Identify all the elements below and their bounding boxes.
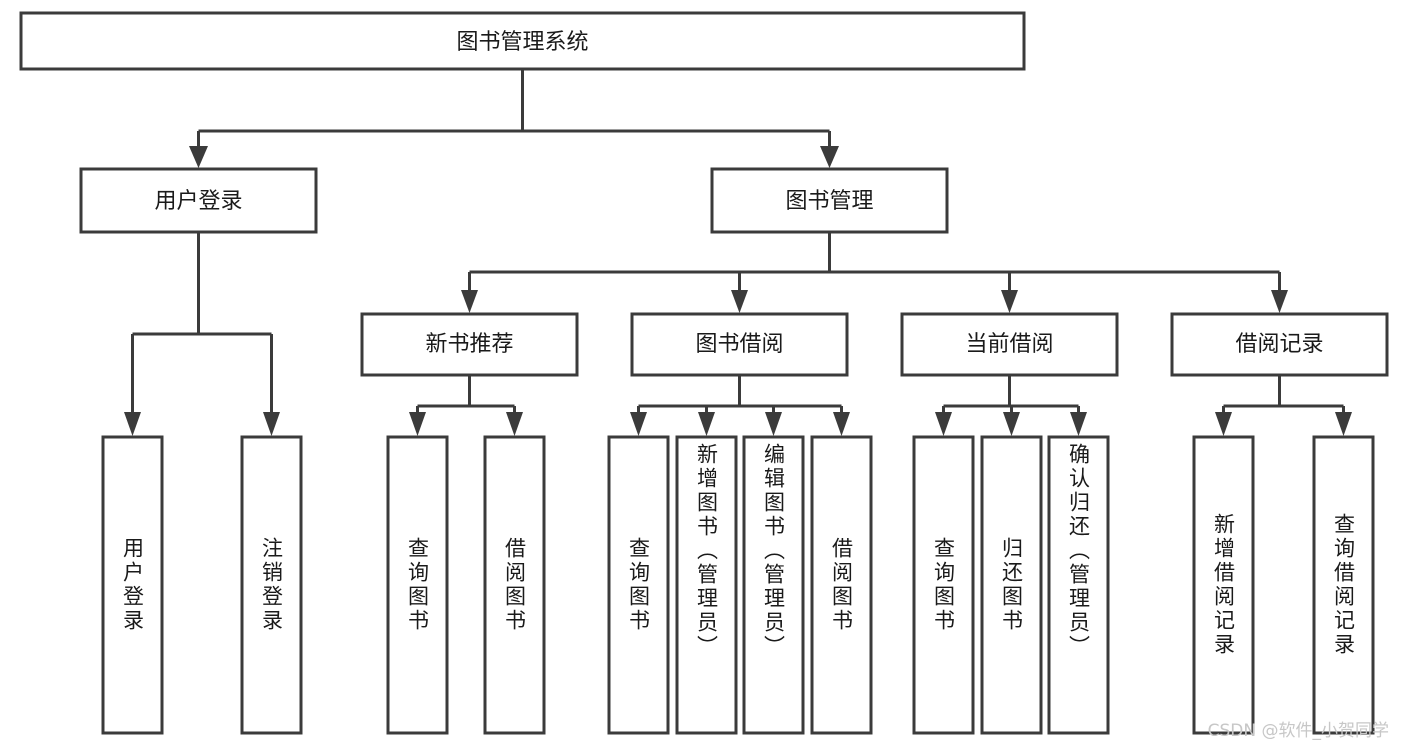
- arrow-head-leaf-confirm-return: [1070, 412, 1087, 436]
- leaf-label-cell-confirm-return: 确认归还（管理员）: [1049, 437, 1108, 733]
- leaf-label-add-record: 新增借阅记录: [1211, 513, 1236, 657]
- leaf-label-query-book-1: 查询图书: [405, 537, 430, 633]
- leaf-label-cell-query-book-1: 查询图书: [388, 437, 447, 733]
- leaf-label-cell-logout-login: 注销登录: [242, 437, 301, 733]
- leaf-label-edit-book: 编辑图书（管理员）: [761, 443, 786, 659]
- node-label-user-login: 用户登录: [154, 189, 242, 214]
- arrow-head-leaf-return-book: [1003, 412, 1020, 436]
- node-label-current-borrow: 当前借阅: [965, 332, 1053, 357]
- leaf-label-cell-borrow-book-1: 借阅图书: [485, 437, 544, 733]
- connector-group-user-login: [124, 232, 280, 436]
- node-box-book-borrow[interactable]: [630, 312, 849, 377]
- arrow-head-new-book-rec: [461, 290, 478, 313]
- leaf-label-cell-return-book: 归还图书: [982, 437, 1041, 733]
- leaf-label-cell-query-book-3: 查询图书: [914, 437, 973, 733]
- node-box-leaf-query-book-1[interactable]: [386, 435, 449, 735]
- leaf-label-confirm-return: 确认归还（管理员）: [1066, 443, 1091, 659]
- leaf-label-query-book-3: 查询图书: [931, 537, 956, 633]
- leaf-label-add-book: 新增图书（管理员）: [694, 443, 719, 659]
- node-label-book-manage: 图书管理: [785, 189, 873, 214]
- arrow-head-leaf-query-record: [1335, 412, 1352, 436]
- node-box-book-manage[interactable]: [710, 167, 949, 234]
- leaf-label-borrow-book-1: 借阅图书: [502, 537, 527, 633]
- arrow-head-leaf-add-book: [698, 412, 715, 436]
- node-label-root: 图书管理系统: [456, 30, 588, 55]
- node-box-leaf-confirm-return[interactable]: [1047, 435, 1110, 735]
- arrow-head-leaf-query-book-1: [409, 412, 426, 436]
- node-label-book-borrow: 图书借阅: [695, 332, 783, 357]
- arrow-head-leaf-logout-login: [263, 412, 280, 436]
- node-box-borrow-record[interactable]: [1170, 312, 1389, 377]
- leaf-label-cell-add-record: 新增借阅记录: [1194, 437, 1253, 733]
- node-box-leaf-return-book[interactable]: [980, 435, 1043, 735]
- arrow-head-leaf-query-book-2: [630, 412, 647, 436]
- connector-group-root: [189, 69, 839, 168]
- node-box-leaf-add-book[interactable]: [675, 435, 738, 735]
- connector-group-book-borrow: [630, 375, 850, 436]
- node-label-new-book-rec: 新书推荐: [425, 332, 513, 357]
- arrow-head-borrow-record: [1271, 290, 1288, 313]
- leaf-label-user-login: 用户登录: [120, 537, 145, 633]
- node-box-leaf-query-book-3[interactable]: [912, 435, 975, 735]
- arrow-head-leaf-borrow-book-2: [833, 412, 850, 436]
- node-box-leaf-query-record[interactable]: [1312, 435, 1375, 735]
- leaf-label-cell-add-book: 新增图书（管理员）: [677, 437, 736, 733]
- arrow-head-current-borrow: [1001, 290, 1018, 313]
- node-box-new-book-rec[interactable]: [360, 312, 579, 377]
- leaf-label-query-record: 查询借阅记录: [1331, 513, 1356, 657]
- arrow-head-leaf-borrow-book-1: [506, 412, 523, 436]
- leaf-label-query-book-2: 查询图书: [626, 537, 651, 633]
- node-box-user-login[interactable]: [79, 167, 318, 234]
- connector-group-current-borrow: [935, 375, 1087, 436]
- arrow-head-book-manage: [820, 146, 839, 168]
- node-box-leaf-borrow-book-2[interactable]: [810, 435, 873, 735]
- leaf-label-cell-query-book-2: 查询图书: [609, 437, 668, 733]
- connector-group-borrow-record: [1215, 375, 1352, 436]
- leaf-label-cell-borrow-book-2: 借阅图书: [812, 437, 871, 733]
- node-box-leaf-logout-login[interactable]: [240, 435, 303, 735]
- node-box-leaf-user-login[interactable]: [101, 435, 164, 735]
- node-label-borrow-record: 借阅记录: [1235, 332, 1323, 357]
- node-box-leaf-edit-book[interactable]: [742, 435, 805, 735]
- connector-group-book-manage: [461, 232, 1288, 313]
- leaf-label-logout-login: 注销登录: [259, 537, 284, 633]
- node-box-current-borrow[interactable]: [900, 312, 1119, 377]
- arrow-head-leaf-add-record: [1215, 412, 1232, 436]
- arrow-head-leaf-user-login: [124, 412, 141, 436]
- leaf-label-borrow-book-2: 借阅图书: [829, 537, 854, 633]
- arrow-head-leaf-edit-book: [765, 412, 782, 436]
- node-box-root[interactable]: [19, 11, 1026, 71]
- leaf-label-cell-user-login: 用户登录: [103, 437, 162, 733]
- leaf-label-return-book: 归还图书: [999, 537, 1024, 633]
- leaf-label-cell-query-record: 查询借阅记录: [1314, 437, 1373, 733]
- node-box-leaf-borrow-book-1[interactable]: [483, 435, 546, 735]
- arrow-head-leaf-query-book-3: [935, 412, 952, 436]
- node-box-leaf-query-book-2[interactable]: [607, 435, 670, 735]
- connector-group-new-book-rec: [409, 375, 523, 436]
- arrow-head-book-borrow: [731, 290, 748, 313]
- leaf-label-cell-edit-book: 编辑图书（管理员）: [744, 437, 803, 733]
- node-box-leaf-add-record[interactable]: [1192, 435, 1255, 735]
- arrow-head-user-login: [189, 146, 208, 168]
